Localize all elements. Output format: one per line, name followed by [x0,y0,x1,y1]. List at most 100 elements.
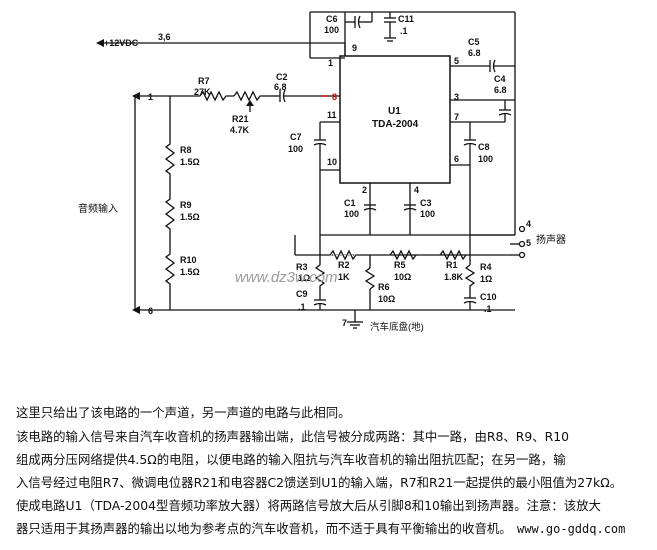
capacitor-c7 [313,122,327,170]
desc-line-1: 这里只给出了该电路的一个声道，另一声道的电路与此相同。 [16,405,351,420]
r4-val: 1Ω [480,274,492,284]
resistor-r4 [464,264,476,290]
r3-ref: R3 [296,262,308,272]
c10-ref: C10 [480,292,497,302]
capacitor-c2 [266,89,320,103]
supply-pin-label: 3,6 [158,32,171,42]
c3-ref: C3 [420,198,432,208]
resistor-r3 [314,264,326,290]
r10-ref: R10 [180,255,197,265]
output-wiring [294,165,520,256]
watermark-left: www.dz3w.com [235,269,338,286]
r1-ref: R1 [446,260,458,270]
ground-symbol [347,310,363,329]
resistor-r2-zig [329,249,357,261]
c5-val: 6.8 [468,48,481,58]
ic-part: TDA-2004 [372,119,419,130]
supply-label: +12VDC [104,38,139,48]
ic-pin-10: 10 [327,157,337,167]
capacitor-c8 [463,122,477,165]
node-5-label: 5 [526,238,531,248]
ic-pin-6: 6 [454,154,459,164]
c6-ref: C6 [326,14,338,24]
node-6-label: 6 [148,306,153,316]
c9-val: .1 [298,302,306,312]
ic-pin-9: 9 [352,43,357,53]
speaker-label: 扬声器 [536,233,566,246]
r4-ref: R4 [480,262,492,272]
node-1-label: 1 [148,92,153,102]
c9-ref: C9 [296,289,308,299]
r6-branch [364,255,376,310]
r21-ref: R21 [232,114,249,124]
desc-line-4: 入信号经过电阻R7、微调电位器R21和电容器C2馈送到U1的输入端，R7和R21… [16,475,623,490]
c7-ref: C7 [290,132,302,142]
c4-val: 6.8 [494,85,507,95]
ic-pin-1: 1 [328,58,333,68]
c1-val: 100 [344,209,359,219]
r2-val: 1K [338,272,350,282]
r2-ref: R2 [338,260,350,270]
capacitor-c3 [403,204,417,211]
c2-ref: C2 [276,72,288,82]
ic-name: U1 [388,106,401,117]
resistor-r1 [439,249,467,261]
desc-line-6: 器只适用于其扬声器的输出以地为参考点的汽车收音机，而不适于具有平衡输出的收音机。 [16,521,512,536]
speaker-terminals [518,225,526,259]
r6-ref: R6 [378,282,390,292]
r1-val: 1.8K [444,272,464,282]
r5-ref: R5 [394,260,406,270]
c4-ref: C4 [494,74,506,84]
ic-pin-2: 2 [362,185,367,195]
c1-ref: C1 [344,198,356,208]
ground-label: 汽车底盘(地) [370,321,424,333]
input-wiring [132,92,360,314]
capacitor-c4 [470,100,512,123]
potentiometer-r21 [233,90,266,112]
r7-val: 27K [194,87,211,97]
c3-val: 100 [420,209,435,219]
r9-val: 1.5Ω [180,212,200,222]
c6-val: 100 [324,25,339,35]
desc-line-3: 组成两分压网络提供4.5Ω的电阻，以便电路的输入阻抗与汽车收音机的输出阻抗匹配；… [16,452,566,467]
r4-c10-branch [360,255,515,311]
r8-ref: R8 [180,145,192,155]
resistor-r8 [164,140,176,180]
ic-pin-4: 4 [414,185,419,195]
r6-val: 10Ω [378,294,395,304]
supply-wiring [96,11,516,175]
ic-pin-8: 8 [332,92,337,102]
resistor-r9 [164,195,176,235]
r5-val: 10Ω [394,272,411,282]
resistor-r5 [389,249,417,261]
c11-ref: C11 [398,14,414,24]
capacitor-c1 [363,204,377,211]
c8-ref: C8 [478,142,490,152]
resistor-r6 [364,267,376,290]
node-4-label: 4 [526,219,531,229]
desc-line-5: 使成电路U1（TDA-2004型音频功率放大器）将两路信号放大后从引脚8和10输… [16,498,601,513]
ic-pin-7: 7 [454,112,459,122]
r7-ref: R7 [198,76,210,86]
input-label: 音频输入 [78,202,118,215]
c10-val: .1 [484,304,492,314]
r3-val: 1Ω [298,273,310,283]
c5-ref: C5 [468,37,480,47]
ic-pin-5: 5 [454,56,459,66]
resistor-r7 [199,90,234,102]
r21-val: 4.7K [230,125,250,135]
desc-line-2: 该电路的输入信号来自汽车收音机的扬声器输出端，此信号被分成两路：其中一路，由R8… [16,429,569,444]
capacitor-c11 [384,12,396,42]
ic-u1-body [339,55,451,184]
r10-val: 1.5Ω [180,267,200,277]
r8-val: 1.5Ω [180,157,200,167]
r3-c9-branch [313,255,327,310]
capacitor-c5 [470,59,515,73]
c8-val: 100 [478,154,493,164]
capacitor-c6 [345,12,373,29]
ic-pin-11: 11 [327,110,337,120]
c11-val: .1 [400,26,408,36]
r9-ref: R9 [180,200,192,210]
